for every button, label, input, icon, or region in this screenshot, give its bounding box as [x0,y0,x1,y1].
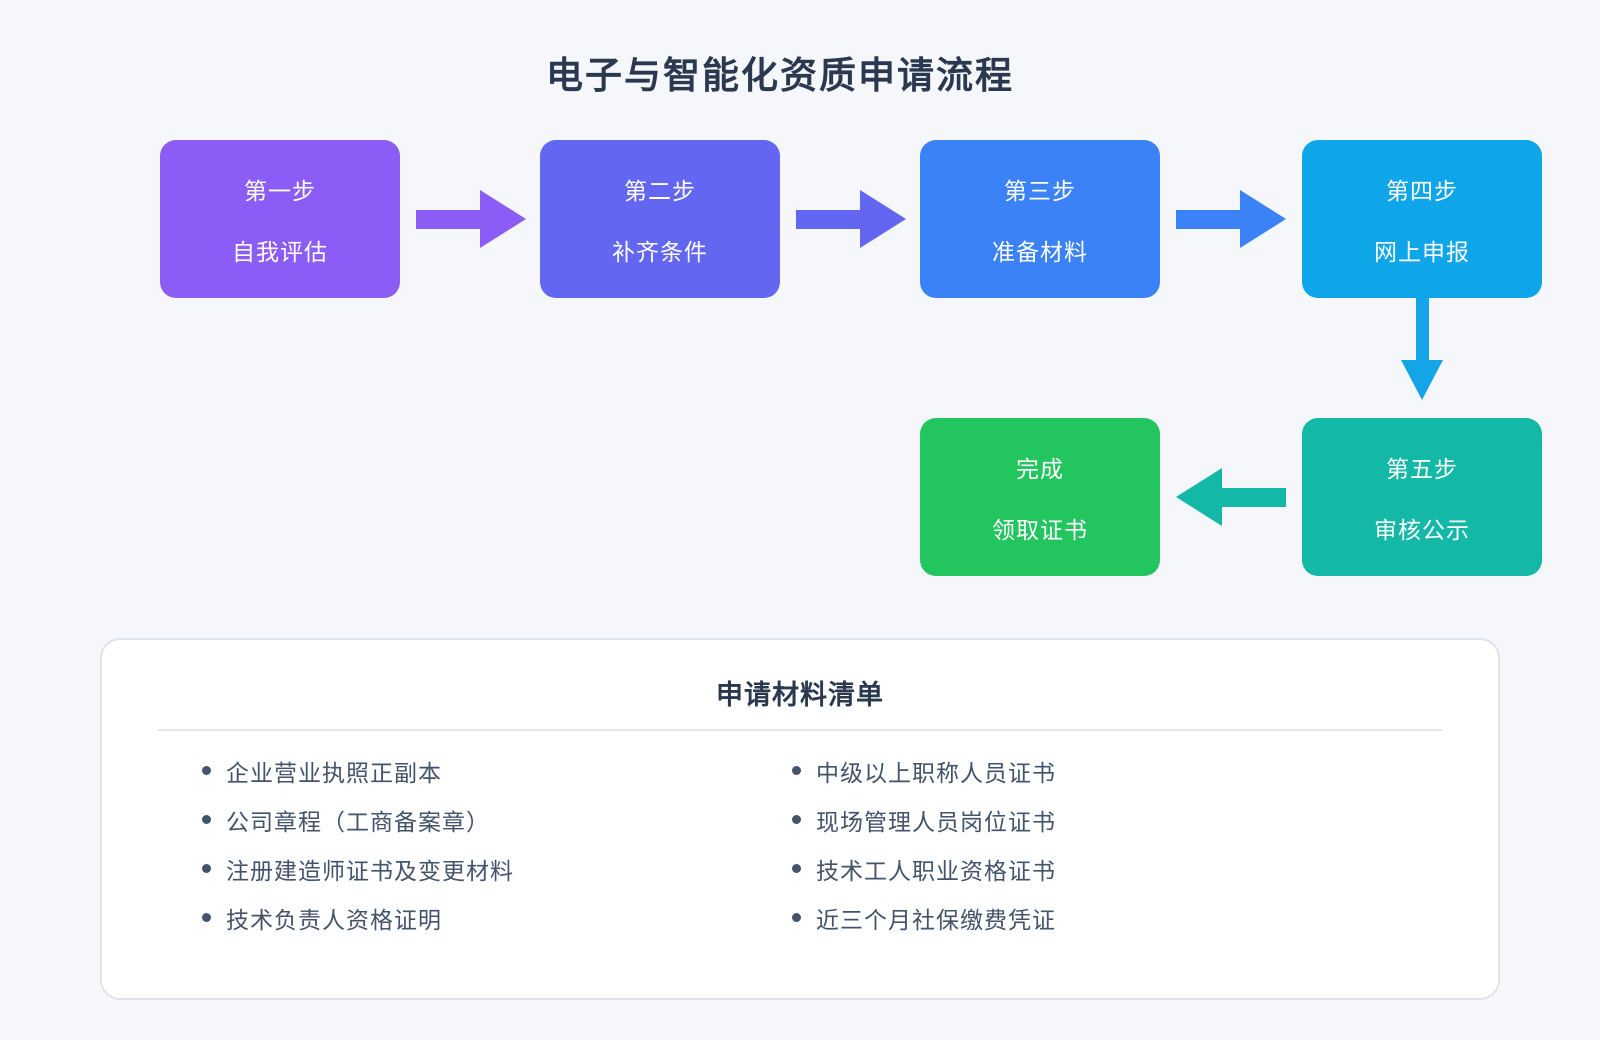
list-item-text: 公司章程（工商备案章） [226,808,490,835]
bullet-icon [792,766,801,775]
arrow-stem [1222,487,1286,507]
flow-step-3-box: 第三步 准备材料 [920,140,1160,298]
list-item: 近三个月社保缴费凭证 [792,904,1056,933]
step-4-title: 第四步 [1386,177,1458,204]
arrow-right-icon [1176,190,1286,248]
arrow-stem [1415,298,1429,360]
bullet-icon [202,913,211,922]
flow-final-box: 完成 领取证书 [920,418,1160,576]
bullet-icon [202,815,211,824]
step-2-subtitle: 补齐条件 [612,238,708,265]
list-item-text: 近三个月社保缴费凭证 [816,906,1056,933]
list-item: 中级以上职称人员证书 [792,757,1056,786]
list-item-text: 企业营业执照正副本 [226,759,442,786]
list-item: 注册建造师证书及变更材料 [202,855,514,884]
step-3-title: 第三步 [1004,177,1076,204]
final-title: 完成 [1016,455,1064,482]
list-item: 技术负责人资格证明 [202,904,514,933]
flow-step-4-box: 第四步 网上申报 [1302,140,1542,298]
list-item-text: 技术负责人资格证明 [226,906,442,933]
list-item-text: 技术工人职业资格证书 [816,857,1056,884]
flow-step-5-box: 第五步 审核公示 [1302,418,1542,576]
list-item-text: 中级以上职称人员证书 [816,759,1056,786]
arrow-stem [796,209,860,229]
step-1-subtitle: 自我评估 [232,238,328,265]
bullet-icon [792,815,801,824]
page-title: 电子与智能化资质申请流程 [546,55,1014,96]
flow-step-2-box: 第二步 补齐条件 [540,140,780,298]
bullet-icon [792,864,801,873]
list-item: 企业营业执照正副本 [202,757,514,786]
arrow-left-icon [1176,468,1286,526]
arrow-head [480,190,526,248]
arrow-stem [1176,209,1240,229]
arrow-stem [416,209,480,229]
step-3-subtitle: 准备材料 [992,238,1088,265]
materials-column-left: 企业营业执照正副本 公司章程（工商备案章） 注册建造师证书及变更材料 技术负责人… [202,757,514,953]
materials-column-right: 中级以上职称人员证书 现场管理人员岗位证书 技术工人职业资格证书 近三个月社保缴… [792,757,1056,953]
step-5-title: 第五步 [1386,455,1458,482]
arrow-head [1176,468,1222,526]
materials-card: 申请材料清单 企业营业执照正副本 公司章程（工商备案章） 注册建造师证书及变更材… [100,638,1500,1000]
step-1-title: 第一步 [244,177,316,204]
arrow-head [1240,190,1286,248]
materials-heading: 申请材料清单 [716,680,884,710]
step-2-title: 第二步 [624,177,696,204]
list-item: 公司章程（工商备案章） [202,806,514,835]
step-5-subtitle: 审核公示 [1374,516,1470,543]
arrow-right-icon [796,190,906,248]
list-item: 现场管理人员岗位证书 [792,806,1056,835]
arrow-head [1401,360,1443,400]
flow-step-1-box: 第一步 自我评估 [160,140,400,298]
list-item-text: 注册建造师证书及变更材料 [226,857,514,884]
divider [158,729,1442,731]
step-4-subtitle: 网上申报 [1374,238,1470,265]
list-item: 技术工人职业资格证书 [792,855,1056,884]
arrow-right-icon [416,190,526,248]
bullet-icon [202,766,211,775]
bullet-icon [792,913,801,922]
arrow-head [860,190,906,248]
arrow-down-icon [1401,298,1443,400]
bullet-icon [202,864,211,873]
final-subtitle: 领取证书 [992,516,1088,543]
list-item-text: 现场管理人员岗位证书 [816,808,1056,835]
